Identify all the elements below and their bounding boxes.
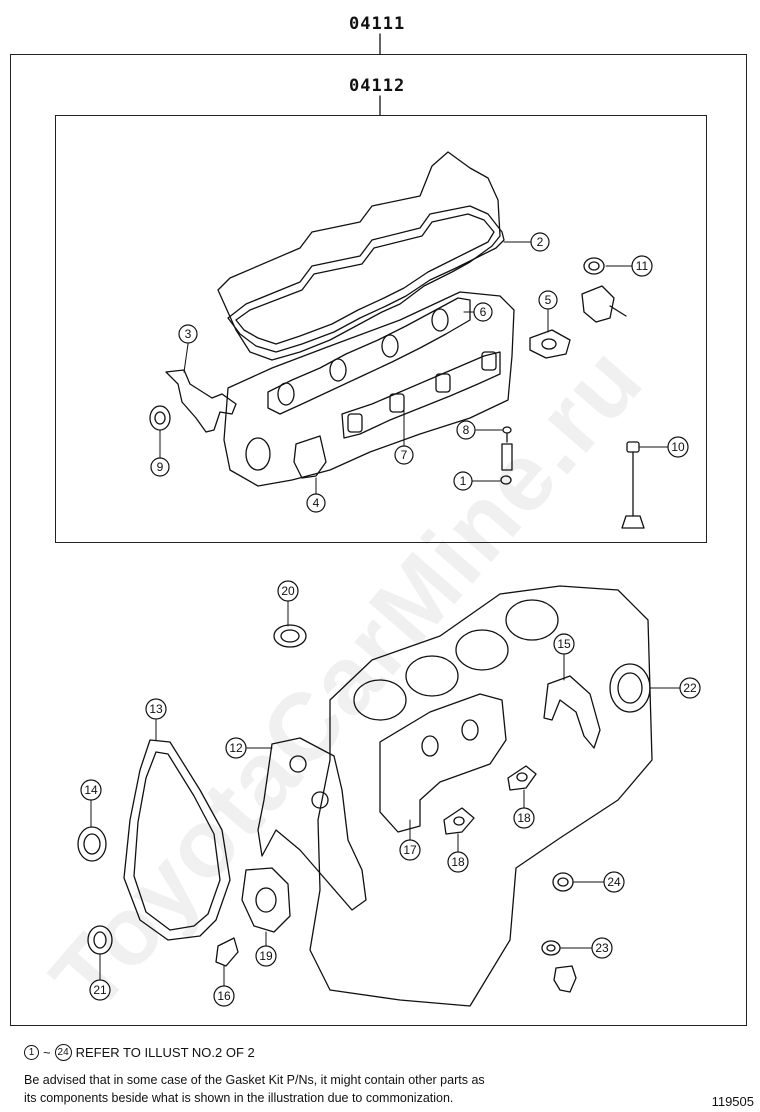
callout-24: 24 xyxy=(607,875,621,889)
reference-note: 1 ~ 24 REFER TO ILLUST NO.2 OF 2 xyxy=(24,1044,255,1061)
gasket-13-inner xyxy=(133,751,221,931)
callout-4: 4 xyxy=(313,496,320,510)
gasket-4-shape xyxy=(293,435,327,479)
manifold-gasket-7-shape xyxy=(341,351,501,439)
gasket-19-shape xyxy=(241,867,291,933)
figure-number: 119505 xyxy=(711,1094,754,1109)
callout-7: 7 xyxy=(401,448,408,462)
water-outlet-shape xyxy=(581,285,627,323)
seal-20-shape xyxy=(273,624,307,648)
callout-22: 22 xyxy=(683,681,697,695)
head-cover-shape xyxy=(217,151,501,361)
callout-9: 9 xyxy=(157,460,164,474)
ref-tilde: ~ xyxy=(43,1045,51,1060)
bracket-3-shape xyxy=(165,369,237,433)
gasket-15-shape xyxy=(543,675,601,749)
callout-21: 21 xyxy=(93,983,107,997)
callout-6: 6 xyxy=(480,305,487,319)
advice-line-1: Be advised that in some case of the Gask… xyxy=(24,1073,485,1087)
callout-2: 2 xyxy=(537,235,544,249)
outer-kit-code: 04111 xyxy=(349,14,406,34)
manifold-gasket-6-shape xyxy=(267,297,471,415)
callout-20: 20 xyxy=(281,584,295,598)
gasket-18b-shape xyxy=(507,765,537,791)
gasket-12-shape xyxy=(257,737,367,911)
callout-1: 1 xyxy=(460,474,467,488)
gasket-17-shape xyxy=(379,693,507,833)
ref-to-number: 24 xyxy=(54,1044,72,1061)
callout-13: 13 xyxy=(149,702,163,716)
callout-17: 17 xyxy=(403,843,417,857)
ref-from-number: 1 xyxy=(24,1045,39,1060)
inner-kit-frame xyxy=(55,115,707,543)
gasket-16-shape xyxy=(215,937,239,967)
valve-seal-10-shape xyxy=(626,441,640,453)
callout-19: 19 xyxy=(259,949,273,963)
outer-kit-frame xyxy=(10,54,747,1026)
cover-gasket-2-inner xyxy=(235,213,495,345)
gasket-13-shape xyxy=(123,739,231,941)
gasket-23-shape xyxy=(541,940,561,956)
callout-16: 16 xyxy=(217,989,231,1003)
callout-18b: 18 xyxy=(517,811,531,825)
callout-3: 3 xyxy=(185,327,192,341)
guide-shape xyxy=(501,443,513,471)
callout-14: 14 xyxy=(84,783,98,797)
cylinder-block-shape xyxy=(309,585,653,1007)
cover-gasket-2-shape xyxy=(227,205,505,353)
callout-12: 12 xyxy=(229,741,243,755)
drain-plug-shape xyxy=(553,965,577,993)
inner-kit-code: 04112 xyxy=(349,76,406,96)
callout-8: 8 xyxy=(463,423,470,437)
callout-23: 23 xyxy=(595,941,609,955)
callout-5: 5 xyxy=(545,293,552,307)
callout-11: 11 xyxy=(636,259,649,273)
cylinder-head-shape xyxy=(223,291,515,487)
callout-10: 10 xyxy=(671,440,685,454)
gasket-5-shape xyxy=(529,329,571,359)
seal-14-shape xyxy=(77,826,107,862)
seal-22-shape xyxy=(609,663,651,713)
seal-24-shape xyxy=(552,872,574,892)
ref-text: REFER TO ILLUST NO.2 OF 2 xyxy=(75,1045,255,1060)
advice-line-2: its components beside what is shown in t… xyxy=(24,1091,454,1105)
callout-15: 15 xyxy=(557,637,571,651)
callout-18a: 18 xyxy=(451,855,465,869)
gasket-18a-shape xyxy=(443,807,475,835)
seal-21-shape xyxy=(87,925,113,955)
